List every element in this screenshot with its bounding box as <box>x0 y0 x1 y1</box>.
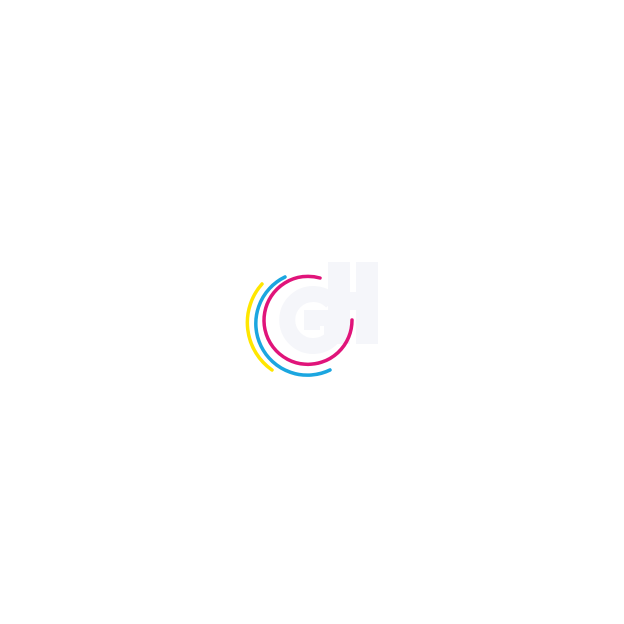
middle-arc <box>254 275 332 377</box>
inner-arc <box>262 274 354 367</box>
outer-arc <box>245 282 274 372</box>
gh-letters <box>279 262 378 354</box>
letter-g <box>279 286 340 354</box>
letter-h-bar <box>328 292 378 310</box>
